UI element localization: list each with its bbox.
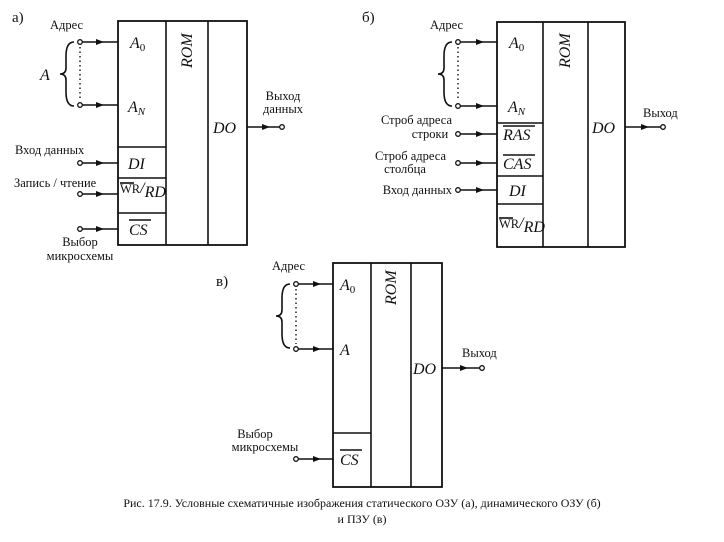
diagram-label: б) [362,10,375,26]
pin-an-label: AN [507,99,526,118]
brace [275,283,291,349]
output-label: Выход [462,346,497,360]
data-in-label: Вход данных [383,183,453,197]
address-label: Адрес [272,259,305,273]
do-label: DO [591,120,616,137]
brace [59,41,75,107]
pin-wr-rd-label: WR/RD [499,215,545,236]
pin-wr-rd [77,191,83,197]
pin-di-label: DI [127,156,146,173]
pin-a0-label: A0 [508,35,525,54]
col-strobe-label-1: Строб адреса [375,149,446,163]
chip-select-label-2: микросхемы [47,249,114,263]
write-read-label: Запись / чтение [14,176,97,190]
chip-select-label-2: микросхемы [232,440,299,454]
pin-cs-label: CS [129,222,148,239]
address-label: Адрес [50,18,83,32]
pin-a0-label: A0 [129,35,146,54]
diagram-dynamic-ram: б) Адрес A0 AN Строб адреса строки RAS С… [362,10,678,248]
diagram-label: а) [12,10,24,26]
row-strobe-label-2: строки [412,127,449,141]
pin-cs-label: CS [340,452,359,469]
figure-caption-line-2: и ПЗУ (в) [338,512,387,526]
do-label: DO [412,361,437,378]
pin-an [455,103,461,109]
col-strobe-label-2: столбца [384,162,426,176]
chip-body [496,21,626,248]
pin-ras-label: RAS [502,127,531,144]
brace [437,41,453,107]
do-label: DO [212,120,237,137]
pin-an-label: AN [127,99,146,118]
diagram-rom: в) Адрес A0 A Выбор микросхемы CS ROM DO… [216,259,497,488]
pin-a [293,346,299,352]
pin-cas [455,160,461,166]
output-label: Выход [643,106,678,120]
pin-do [279,124,285,130]
pin-cs [77,226,83,232]
rom-label: ROM [179,32,196,69]
data-out-label-2: данных [263,102,304,116]
rom-label: ROM [383,269,400,306]
chip-select-label-1: Выбор [62,235,98,249]
diagram-static-ram: а) Адрес A A0 AN Вход данных DI Запись /… [12,10,304,263]
data-in-label: Вход данных [15,143,85,157]
pin-a0-label: A0 [339,277,356,296]
pin-cs [293,456,299,462]
pin-di [77,160,83,166]
diagram-label: в) [216,274,228,290]
bus-label: A [39,67,50,84]
pin-a-label: A [339,342,350,359]
figure-caption-line-1: Рис. 17.9. Условные схематичные изображе… [123,496,600,510]
pin-an [77,102,83,108]
chip-select-label-1: Выбор [237,427,273,441]
pin-do [660,124,666,130]
pin-di [455,187,461,193]
pin-do [479,365,485,371]
chip-body [117,20,248,246]
pin-wr-rd-label: WR/RD [120,180,166,201]
address-label: Адрес [430,18,463,32]
pin-a0 [293,281,299,287]
pin-ras [455,131,461,137]
row-strobe-label-1: Строб адреса [381,113,452,127]
rom-label: ROM [557,32,574,69]
pin-a0 [77,39,83,45]
data-out-label-1: Выход [266,89,301,103]
pin-cas-label: CAS [503,156,531,173]
pin-a0 [455,39,461,45]
pin-di-label: DI [508,183,527,200]
